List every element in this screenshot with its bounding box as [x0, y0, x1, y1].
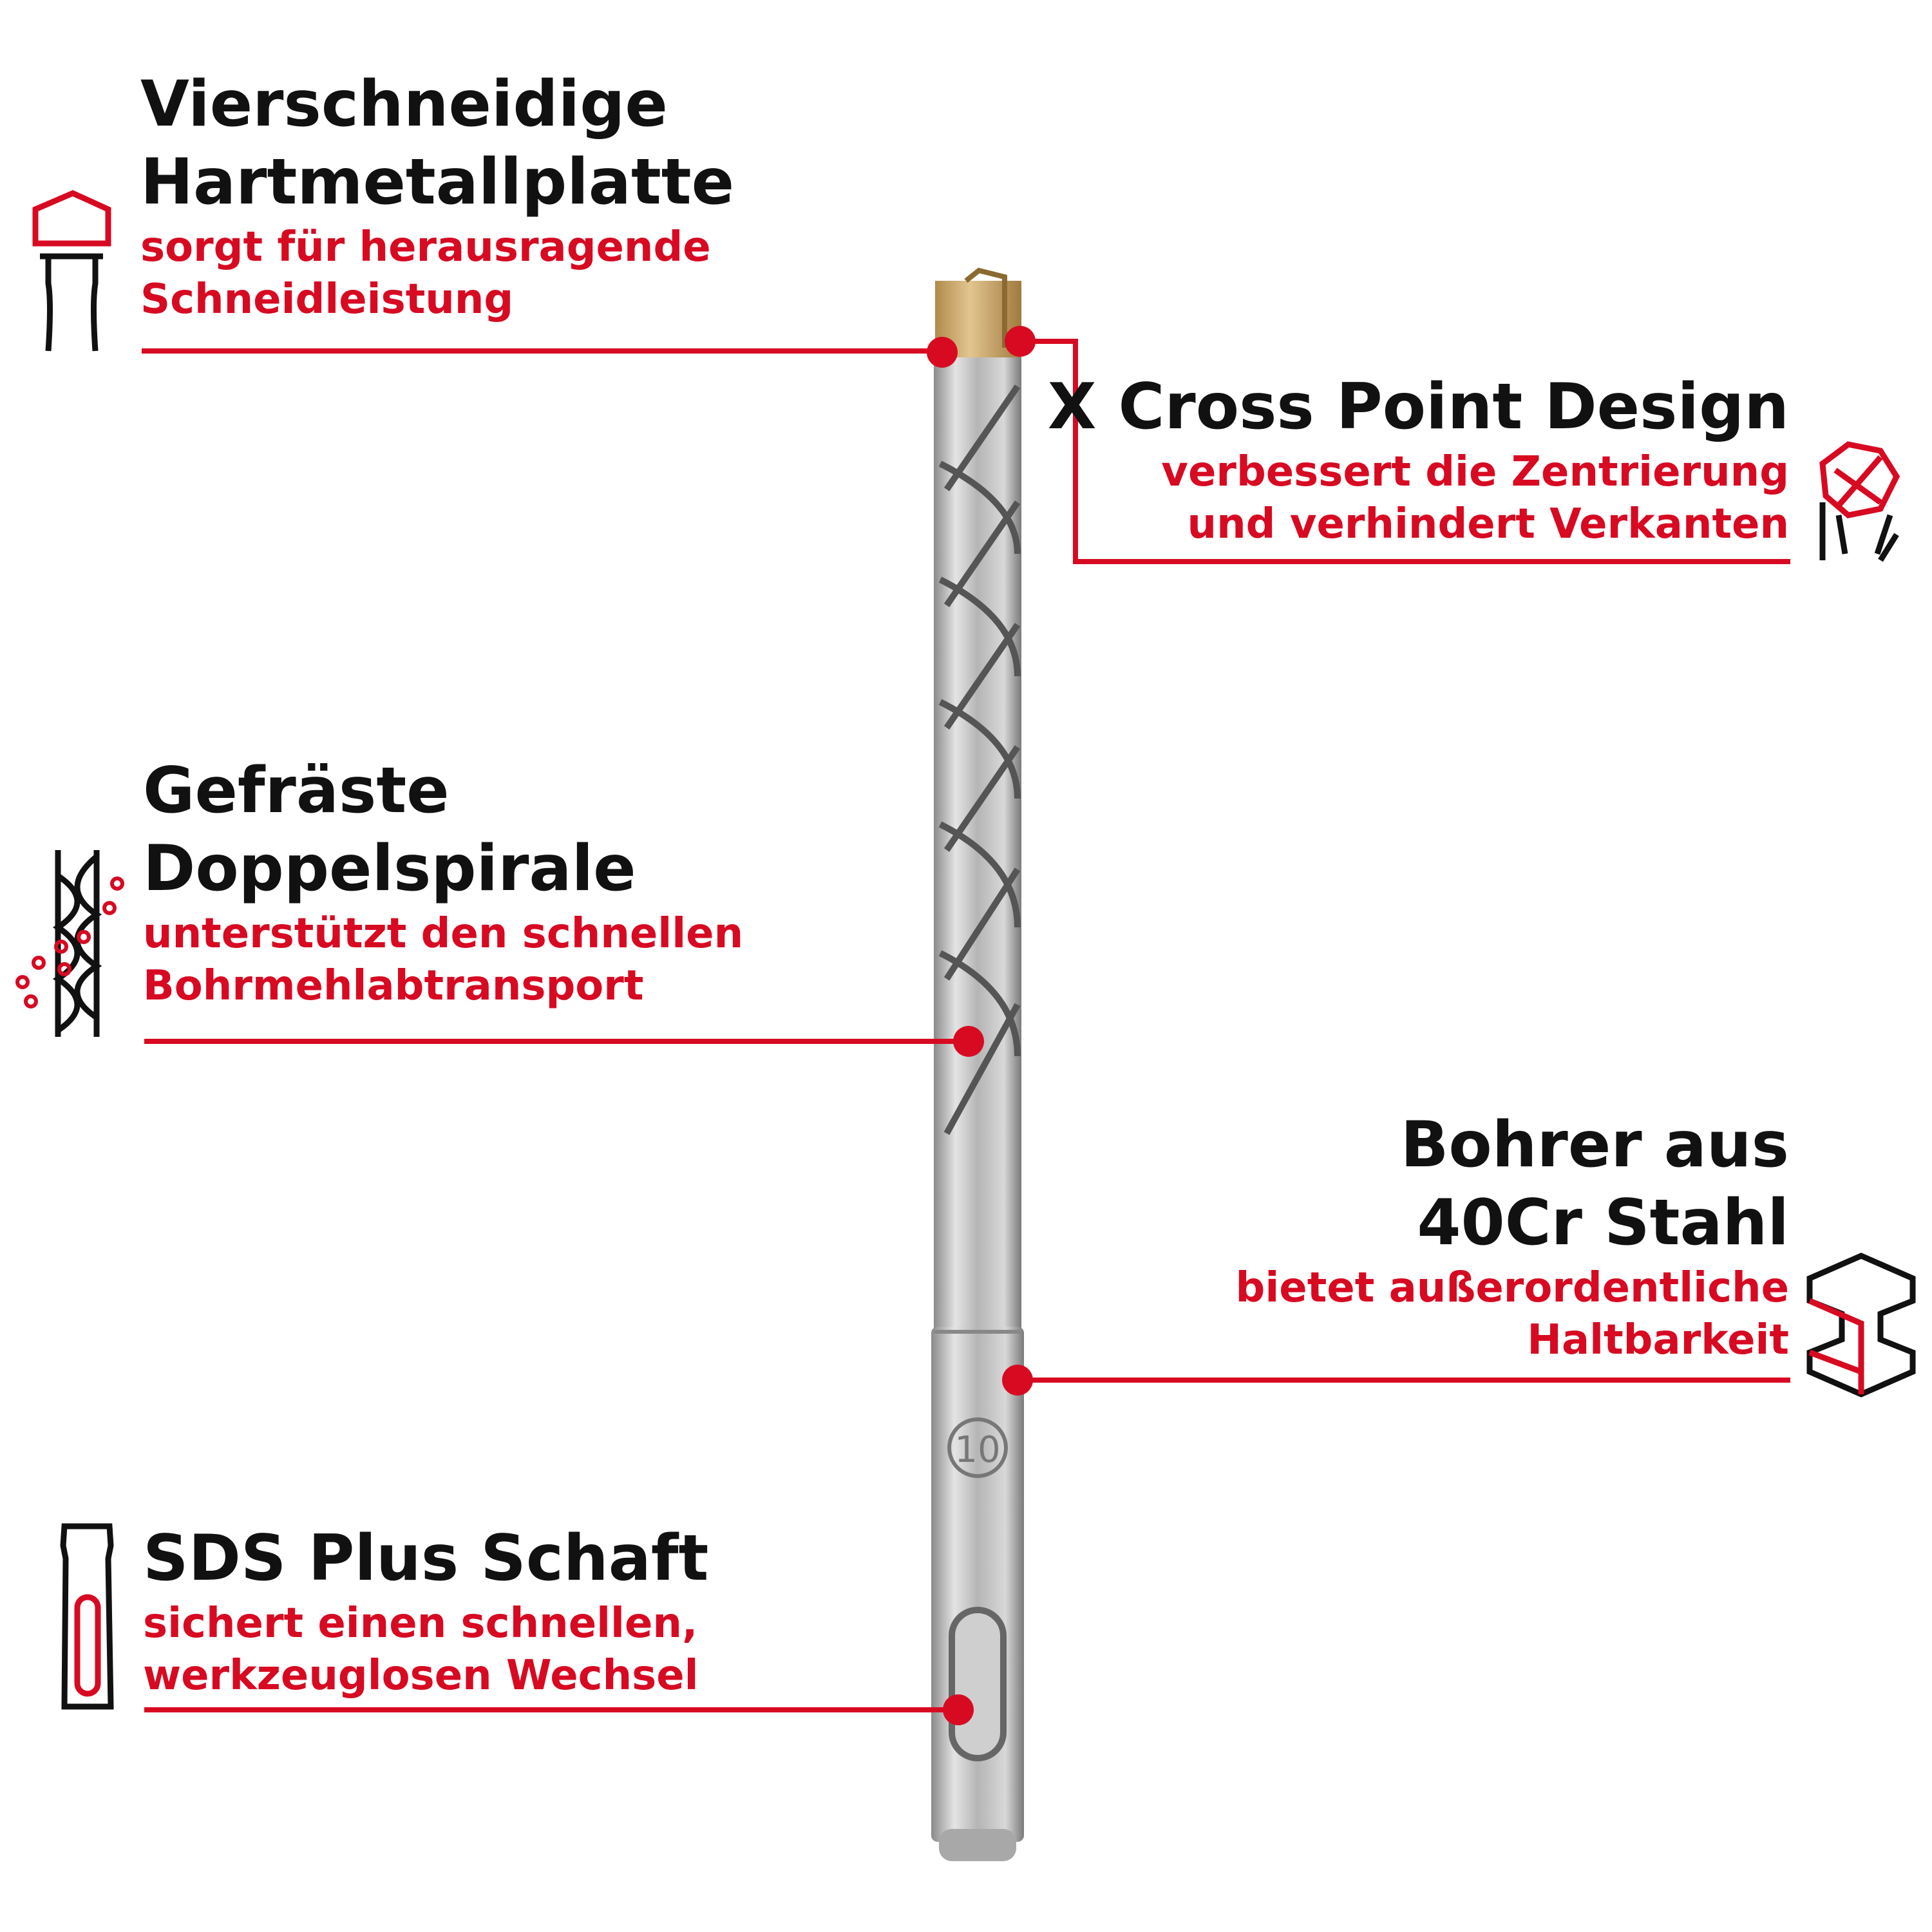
feature-title: Hartmetallplatte: [140, 146, 735, 219]
feature-double-spiral: Gefräste Doppelspirale unterstützt den s…: [143, 752, 743, 1012]
feature-subtitle: verbessert die Zentrierung: [1161, 448, 1789, 496]
callout-dot: [927, 337, 958, 368]
feature-subtitle: werkzeuglosen Wechsel: [143, 1652, 699, 1700]
feature-title: Bohrer aus: [1400, 1108, 1789, 1182]
feature-subtitle: sichert einen schnellen,: [143, 1600, 698, 1647]
callout-dot: [1002, 1365, 1033, 1396]
feature-subtitle: Schneidleistung: [140, 276, 514, 323]
feature-subtitle: Bohrmehlabtransport: [143, 962, 644, 1010]
feature-subtitle: bietet außerordentliche: [1235, 1264, 1789, 1312]
callout-dot: [953, 1026, 984, 1057]
feature-subtitle: sorgt für herausragende: [140, 223, 711, 271]
callout-dot: [1005, 326, 1036, 357]
feature-subtitle: Haltbarkeit: [1527, 1316, 1789, 1364]
feature-40cr-steel: Bohrer aus 40Cr Stahl bietet außerordent…: [1236, 1106, 1789, 1367]
feature-title: 40Cr Stahl: [1417, 1186, 1789, 1260]
size-marking-ring: [947, 1417, 1008, 1478]
feature-title: X Cross Point Design: [1047, 370, 1789, 444]
cross-point-icon: [1819, 441, 1900, 562]
drill-bit: [931, 267, 1024, 1861]
steel-beam-icon: [1806, 1253, 1916, 1397]
feature-cross-point: X Cross Point Design verbessert die Zent…: [1048, 368, 1789, 551]
feature-subtitle: und verhindert Verkanten: [1187, 500, 1790, 548]
feature-carbide-tip: Vierschneidige Hartmetallplatte sorgt fü…: [140, 66, 734, 326]
carbide-tip-icon: [32, 190, 111, 352]
feature-title: Doppelspirale: [143, 832, 636, 905]
feature-sds-plus: SDS Plus Schaft sichert einen schnellen,…: [143, 1520, 708, 1702]
feature-title: Gefräste: [143, 754, 450, 828]
feature-title: SDS Plus Schaft: [143, 1522, 709, 1595]
double-spiral-icon: [15, 850, 124, 1037]
callout-dot: [943, 1694, 974, 1725]
sds-shank-icon: [60, 1523, 114, 1710]
feature-title: Vierschneidige: [140, 68, 668, 141]
size-marking: 10: [954, 1429, 1000, 1471]
feature-subtitle: unterstützt den schnellen: [143, 910, 744, 958]
leader-lines: [142, 339, 1790, 1712]
